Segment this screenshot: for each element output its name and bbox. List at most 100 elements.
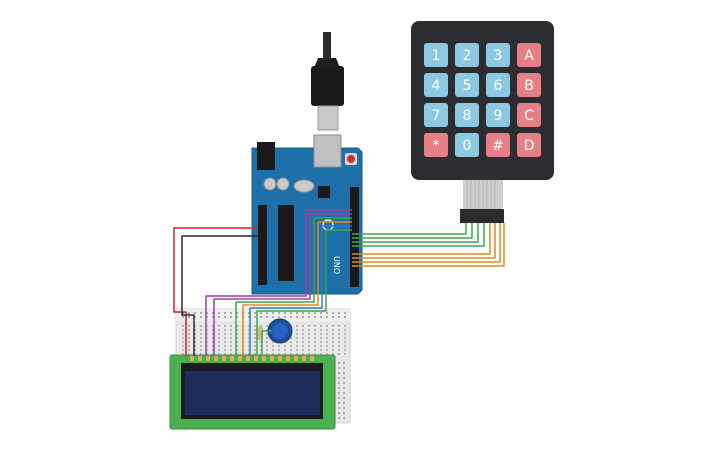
wire-key-2[interactable] [352,223,473,239]
wire-key-6[interactable] [352,223,496,259]
keypad-key-face [424,103,448,127]
wire-red-5v[interactable] [173,227,258,356]
breadboard-hole [266,349,268,351]
keypad-key-c[interactable]: C [517,103,541,127]
breadboard-hole [338,407,340,409]
wire-orange-d5[interactable] [242,221,352,356]
reset-button-cap-icon[interactable] [347,155,355,163]
wire-key-7[interactable] [352,223,501,263]
breadboard-hole [218,349,220,351]
keypad-key-9[interactable]: 9 [486,103,510,127]
breadboard-hole [188,316,190,318]
breadboard-hole [212,337,214,339]
breadboard-hole [206,341,208,343]
wire-green-d7[interactable] [256,229,352,356]
breadboard-hole [260,312,262,314]
breadboard-hole [343,372,345,374]
breadboard-hole [194,345,196,347]
wire-purple-rs[interactable] [205,209,352,356]
breadboard-hole [308,329,310,331]
breadboard-hole [182,349,184,351]
keypad-key-4[interactable]: 4 [424,73,448,97]
wire-purple-en[interactable] [213,213,352,356]
wire-key-1[interactable] [352,223,467,235]
keypad-key-5[interactable]: 5 [455,73,479,97]
breadboard-hole [326,329,328,331]
keypad-key-hash[interactable]: # [486,133,510,157]
breadboard-hole [236,333,238,335]
breadboard-hole [266,341,268,343]
breadboard-hole [182,337,184,339]
breadboard-hole [296,345,298,347]
keypad-key-2[interactable]: 2 [455,43,479,67]
breadboard-hole [272,349,274,351]
keypad-key-0[interactable]: 0 [455,133,479,157]
breadboard-hole [188,333,190,335]
breadboard-hole [326,341,328,343]
keypad-key-3[interactable]: 3 [486,43,510,67]
wire-key-5[interactable] [352,223,491,255]
breadboard-hole [296,316,298,318]
usb-cable[interactable] [311,32,344,131]
breadboard-hole [200,349,202,351]
usb-connector-icon [313,134,342,168]
wire-blue-d6[interactable] [249,225,352,356]
keypad-key-face [455,43,479,67]
breadboard-hole [230,341,232,343]
lcd-pin [230,356,234,361]
breadboard-hole [344,329,346,331]
keypad-key-1[interactable]: 1 [424,43,448,67]
breadboard-hole [194,337,196,339]
keypad-key-face [517,103,541,127]
breadboard-hole [320,345,322,347]
breadboard-hole [314,316,316,318]
keypad-key-face [455,73,479,97]
breadboard-hole [290,316,292,318]
wire-key-8[interactable] [352,223,505,267]
keypad-header-connector[interactable] [460,209,504,223]
breadboard-hole [260,345,262,347]
breadboard-hole [236,316,238,318]
breadboard-hole [230,345,232,347]
potentiometer[interactable] [267,318,293,344]
keypad-key-d[interactable]: D [517,133,541,157]
breadboard-hole [296,325,298,327]
keypad-key-6[interactable]: 6 [486,73,510,97]
wire-black-gnd[interactable] [181,235,258,356]
lcd-display[interactable] [169,354,336,430]
wire-green-d4[interactable] [235,217,352,356]
breadboard-hole [344,337,346,339]
breadboard-hole [278,345,280,347]
breadboard-hole [338,337,340,339]
breadboard-hole [266,353,268,355]
wire-pot-green[interactable] [261,330,272,356]
arduino-board[interactable]: UNO [251,134,363,295]
keypad-key-7[interactable]: 7 [424,103,448,127]
breadboard-hole [338,402,340,404]
keypad-key-face [455,103,479,127]
breadboard-hole [284,316,286,318]
wire-key-4[interactable] [352,223,485,247]
breadboard-hole [278,312,280,314]
usb-plug-tip [323,32,331,58]
lcd-pin [262,356,266,361]
wire-key-3[interactable] [352,223,479,243]
keypad-key-star[interactable]: * [424,133,448,157]
breadboard-hole [248,333,250,335]
breadboard-hole [290,345,292,347]
breadboard-hole [236,337,238,339]
breadboard-hole [343,387,345,389]
breadboard-hole [218,333,220,335]
breadboard-hole [290,312,292,314]
keypad-key-label: C [524,108,534,124]
keypad-key-a[interactable]: A [517,43,541,67]
breadboard-hole [338,325,340,327]
breadboard-hole [343,402,345,404]
breadboard-hole [236,329,238,331]
breadboard-hole [308,353,310,355]
keypad-key-b[interactable]: B [517,73,541,97]
breadboard-hole [218,337,220,339]
breadboard-hole [332,329,334,331]
keypad-key-8[interactable]: 8 [455,103,479,127]
